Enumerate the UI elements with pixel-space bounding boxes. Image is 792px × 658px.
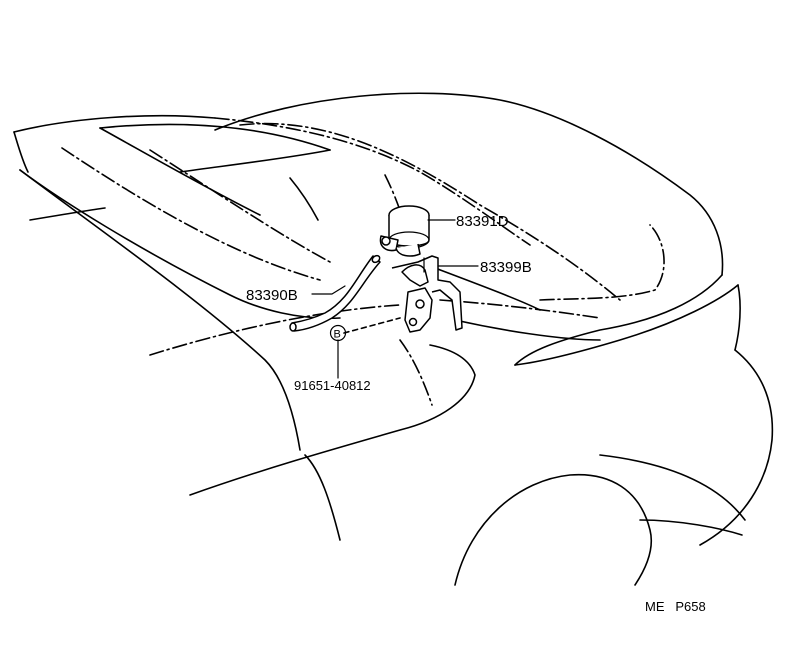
- diagram-code: ME P658: [645, 599, 706, 614]
- label-83391d: 83391D: [456, 213, 509, 230]
- part-83390b-hose: [289, 254, 381, 332]
- car-body-outline: [13, 92, 774, 586]
- label-83399b: 83399B: [480, 259, 532, 276]
- label-bolt-number: 91651-40812: [294, 378, 371, 393]
- part-83399b-bracket: [391, 255, 463, 333]
- label-83390b: 83390B: [246, 287, 298, 304]
- part-83391d-cap: [379, 205, 430, 257]
- leader-lines: [311, 219, 479, 379]
- bolt-callout: B: [329, 324, 347, 342]
- bolt-circle-icon: [329, 324, 347, 342]
- bolt-symbol: B: [334, 329, 341, 341]
